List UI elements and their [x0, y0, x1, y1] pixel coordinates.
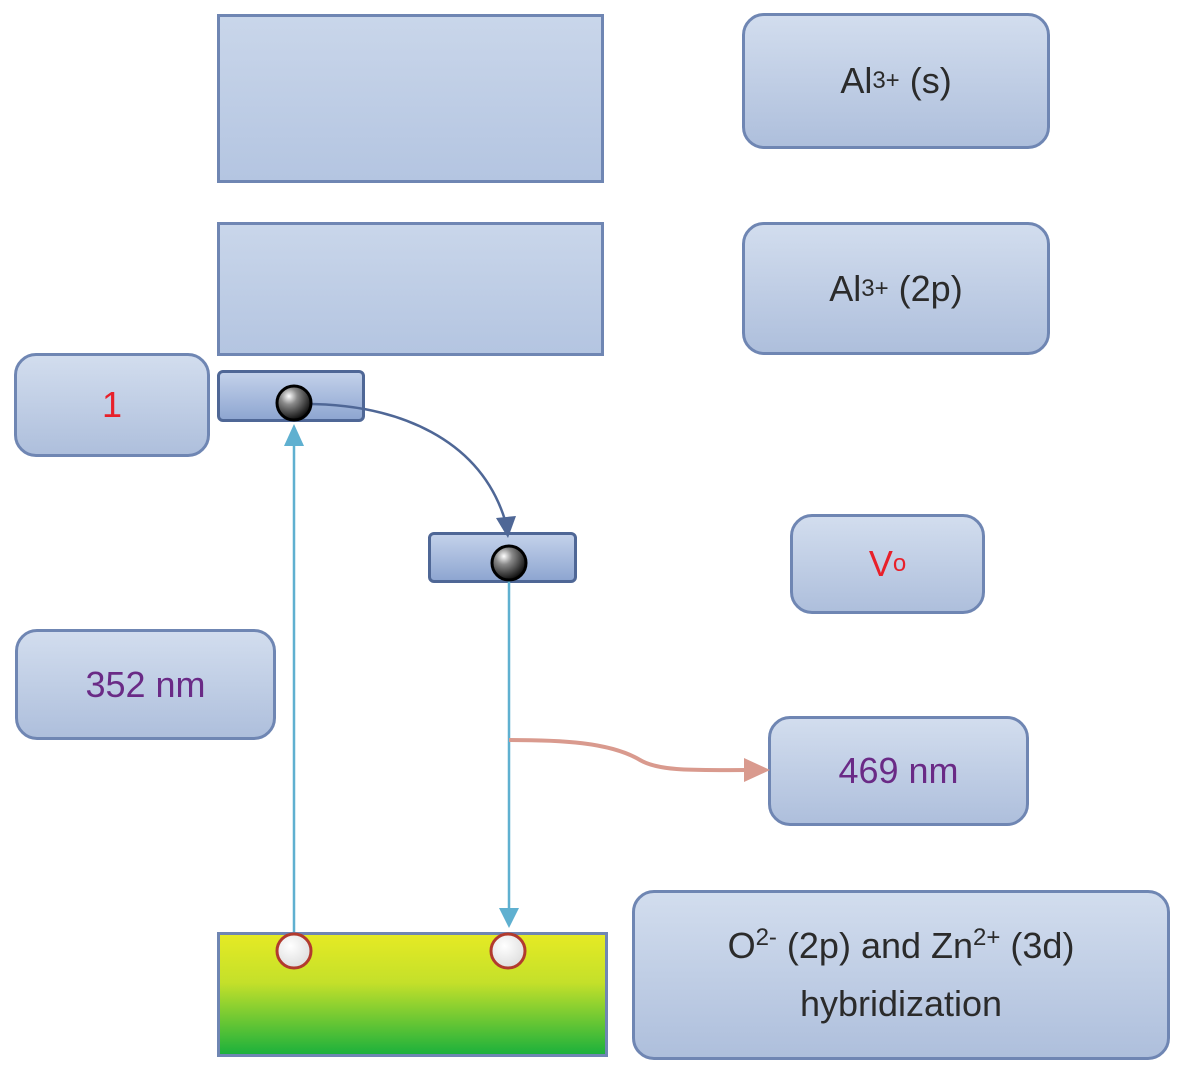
transfer-arrow — [304, 402, 507, 521]
level-1-label: 1 — [14, 353, 210, 457]
hole-icon — [275, 932, 313, 970]
excitation-text: 352 nm — [85, 663, 206, 705]
vo-base: V — [868, 543, 893, 584]
electron-icon — [275, 384, 313, 422]
transfer-arrow-head — [496, 516, 516, 538]
valence-line-2: hybridization — [799, 983, 1003, 1024]
zn-charge: 2+ — [973, 924, 1001, 952]
o-orbital: (2p) and Zn — [776, 925, 974, 967]
o-base: O — [727, 925, 756, 967]
emission-label: 469 nm — [768, 716, 1029, 826]
al-s-band — [217, 14, 604, 183]
valence-label: O2- (2p) and Zn2+ (3d) hybridization — [632, 890, 1170, 1060]
al-2p-band — [217, 222, 604, 356]
emission-text: 469 nm — [838, 750, 959, 791]
excitation-arrow-head — [284, 424, 304, 446]
zn-orbital: (3d) — [1000, 925, 1075, 967]
al-s-orbital: (s) — [899, 60, 952, 101]
photon-arrow — [508, 738, 749, 773]
al-s-base: Al — [840, 60, 873, 101]
emission-drop-arrow-head — [499, 908, 519, 928]
electron-icon — [490, 544, 528, 582]
excitation-label: 352 nm — [15, 629, 276, 740]
hole-icon — [489, 932, 527, 970]
al-2p-base: Al — [829, 267, 862, 309]
al-2p-orbital: (2p) — [888, 267, 963, 309]
o-charge: 2- — [755, 924, 777, 952]
valence-line-1: O2- (2p) and Zn2+ (3d) — [728, 917, 1075, 975]
photon-arrow-head — [744, 758, 770, 782]
level-1-text: 1 — [101, 384, 123, 425]
